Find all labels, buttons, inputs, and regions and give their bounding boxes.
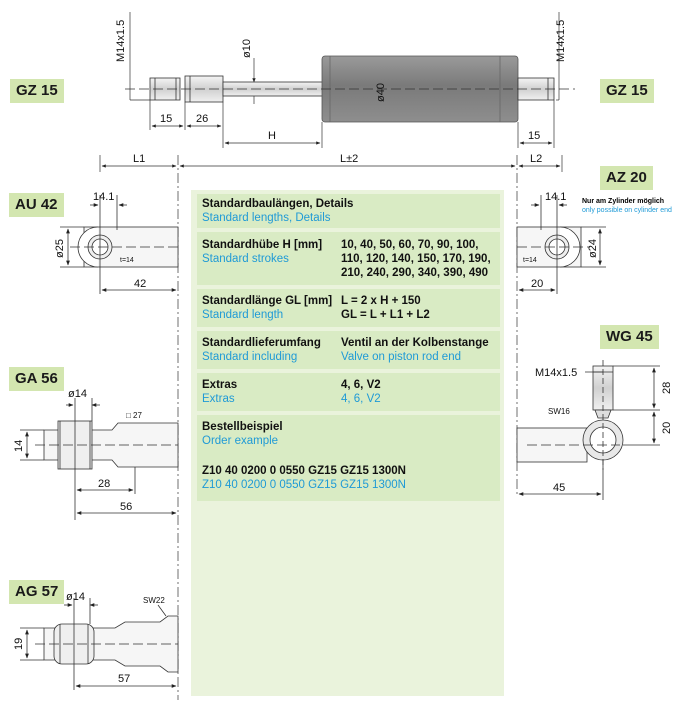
order-title-en: Order example xyxy=(202,435,279,447)
au42-dim-d25: ø25 xyxy=(54,239,66,258)
az20-texts: 14.1 ø24 t=14 20 xyxy=(523,191,599,290)
az20-dim-d24: ø24 xyxy=(587,239,599,258)
including-label-de: Standardlieferumfang xyxy=(202,337,321,349)
section-standard-strokes: Standardhübe H [mm] Standard strokes 10,… xyxy=(197,232,500,285)
section-order-example: Bestellbeispiel Order example Z10 40 020… xyxy=(197,415,500,501)
label-gz15-right: GZ 15 xyxy=(600,79,654,103)
dim-m14-right: M14x1.5 xyxy=(555,20,567,62)
label-ag57: AG 57 xyxy=(9,580,65,604)
wg45-dim-45: 45 xyxy=(553,482,565,494)
au42-dim-141: 14.1 xyxy=(93,191,114,203)
ga56-texts: ø14 □ 27 14 28 56 xyxy=(13,388,143,513)
dim-15a: 15 xyxy=(160,113,172,125)
wg45-dim-m14: M14x1.5 xyxy=(535,367,577,379)
including-value-en: Valve on piston rod end xyxy=(341,351,461,363)
dim-15b: 15 xyxy=(528,130,540,142)
strokes-values-2: 110, 120, 140, 150, 170, 190, xyxy=(341,253,491,265)
section-standard-lengths: Standardbaulängen, Details Standard leng… xyxy=(197,194,500,228)
az20-dim-t14: t=14 xyxy=(523,257,537,264)
label-wg45: WG 45 xyxy=(600,325,659,349)
spec-panel: Standardbaulängen, Details Standard leng… xyxy=(191,190,504,696)
standard-lengths-title-de: Standardbaulängen, Details xyxy=(202,198,354,210)
dim-l1: L1 xyxy=(133,153,145,165)
left-thread-end xyxy=(149,77,181,101)
az20-drawing xyxy=(516,195,606,294)
ag57-dim-d14: ø14 xyxy=(66,591,85,603)
gas-spring-top-view xyxy=(125,55,575,123)
label-au42: AU 42 xyxy=(9,193,64,217)
wg45-drawing xyxy=(516,360,660,500)
extras-value-en: 4, 6, V2 xyxy=(341,393,381,405)
section-standard-including: Standardlieferumfang Standard including … xyxy=(197,331,500,369)
extras-value-de: 4, 6, V2 xyxy=(341,379,381,391)
au42-drawing xyxy=(60,195,179,294)
az20-dim-20: 20 xyxy=(531,278,543,290)
label-az20: AZ 20 xyxy=(600,166,653,190)
au42-dim-42: 42 xyxy=(134,278,146,290)
az20-note-de: Nur am Zylinder möglich xyxy=(582,198,665,205)
az20-note-en: only possible on cylinder end xyxy=(582,207,672,214)
az20-dim-141: 14.1 xyxy=(545,191,566,203)
wg45-dim-28: 28 xyxy=(661,382,673,394)
ag57-dim-57: 57 xyxy=(118,673,130,685)
ga56-drawing xyxy=(20,398,179,520)
length-formula-2: GL = L + L1 + L2 xyxy=(341,309,430,321)
dim-l2: L2 xyxy=(530,153,542,165)
length-label-de: Standardlänge GL [mm] xyxy=(202,295,333,307)
section-extras: Extras Extras 4, 6, V2 4, 6, V2 xyxy=(197,373,500,411)
ag57-texts: ø14 SW22 19 57 xyxy=(13,591,165,685)
strokes-values-1: 10, 40, 50, 60, 70, 90, 100, xyxy=(341,239,479,251)
strokes-label-en: Standard strokes xyxy=(202,253,289,265)
dim-m14-left: M14x1.5 xyxy=(115,20,127,62)
ga56-dim-28: 28 xyxy=(98,478,110,490)
top-dimension-texts: M14x1.5 M14x1.5 ø10 ø40 15 26 H 15 L1 L±… xyxy=(115,20,567,165)
order-code-de: Z10 40 0200 0 0550 GZ15 GZ15 1300N xyxy=(202,465,406,477)
ag57-dim-sw22: SW22 xyxy=(143,596,165,605)
dim-lpm2: L±2 xyxy=(340,153,358,165)
label-gz15-left: GZ 15 xyxy=(10,79,64,103)
au42-dim-t14: t=14 xyxy=(120,257,134,264)
dim-h: H xyxy=(268,130,276,142)
order-title-de: Bestellbeispiel xyxy=(202,421,283,433)
dim-d40: ø40 xyxy=(375,83,387,102)
dim-26: 26 xyxy=(196,113,208,125)
standard-lengths-title-en: Standard lengths, Details xyxy=(202,212,331,224)
ga56-dim-14: 14 xyxy=(13,440,25,452)
wg45-dim-sw16: SW16 xyxy=(548,407,570,416)
ag57-dim-19: 19 xyxy=(13,638,25,650)
including-value-de: Ventil an der Kolbenstange xyxy=(341,337,489,349)
wg45-dim-20: 20 xyxy=(661,422,673,434)
ga56-dim-sq27: □ 27 xyxy=(126,411,143,420)
au42-texts: 14.1 ø25 t=14 42 xyxy=(54,191,146,290)
ga56-dim-56: 56 xyxy=(120,501,132,513)
length-formula-1: L = 2 x H + 150 xyxy=(341,295,421,307)
strokes-values-3: 210, 240, 290, 340, 390, 490 xyxy=(341,267,489,279)
wg45-texts: M14x1.5 28 SW16 20 45 xyxy=(535,367,673,494)
ag57-drawing xyxy=(20,598,179,690)
section-standard-length: Standardlänge GL [mm] Standard length L … xyxy=(197,289,500,327)
order-code-en: Z10 40 0200 0 0550 GZ15 GZ15 1300N xyxy=(202,479,406,491)
ga56-dim-d14: ø14 xyxy=(68,388,87,400)
dim-d10: ø10 xyxy=(241,39,253,58)
extras-label-en: Extras xyxy=(202,393,235,405)
strokes-label-de: Standardhübe H [mm] xyxy=(202,239,323,251)
label-ga56: GA 56 xyxy=(9,367,64,391)
length-label-en: Standard length xyxy=(202,309,284,321)
including-label-en: Standard including xyxy=(202,351,298,363)
extras-label-de: Extras xyxy=(202,379,238,391)
